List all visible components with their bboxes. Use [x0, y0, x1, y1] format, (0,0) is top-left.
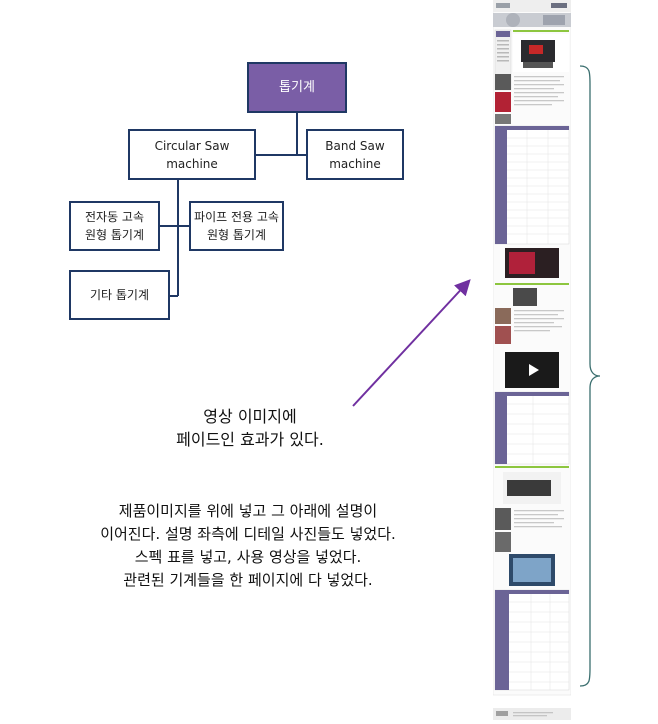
webpage-mockup [492, 0, 572, 720]
fade-effect-note: 영상 이미지에 페이드인 효과가 있다. [176, 407, 324, 449]
page-layout-note: 제품이미지를 위에 넣고 그 아래에 설명이 이어진다. 설명 좌측에 디테일 … [100, 502, 396, 589]
pipe-saw-node: 파이프 전용 고속 원형 톱기계 [189, 201, 284, 251]
circular-saw-node: Circular Saw machine [128, 129, 256, 180]
servo-saw-node: 전자동 고속 원형 톱기계 [69, 201, 160, 251]
right-brace [579, 65, 601, 687]
band-saw-node: Band Saw machine [306, 129, 404, 180]
other-saw-node: 기타 톱기계 [69, 270, 170, 320]
webpage-screenshot-thumbnail [492, 0, 572, 720]
root-node: 톱기계 [247, 62, 347, 113]
